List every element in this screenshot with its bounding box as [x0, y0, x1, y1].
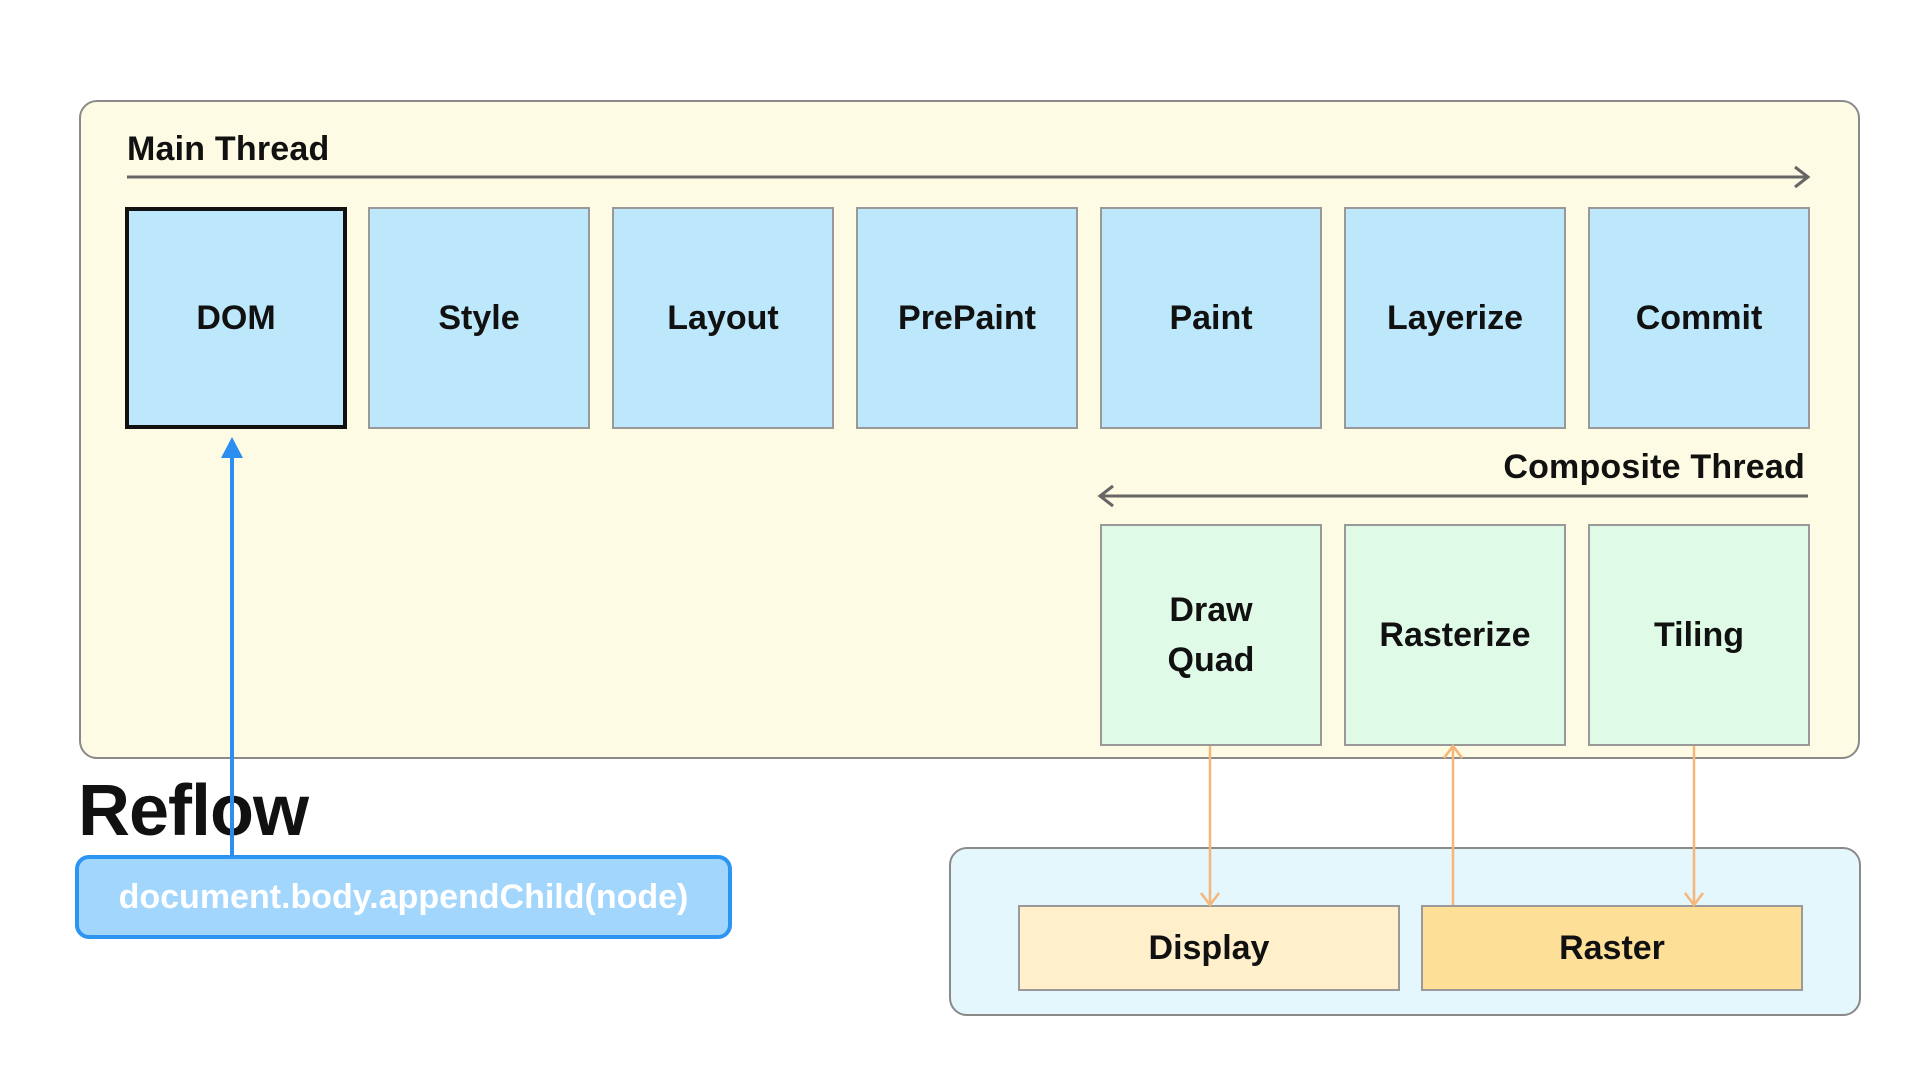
- stage-layout: Layout: [612, 207, 834, 429]
- stage-dom: DOM: [125, 207, 347, 429]
- display-bar: Display: [1018, 905, 1400, 991]
- stage-style: Style: [368, 207, 590, 429]
- stage-prepaint: PrePaint: [856, 207, 1078, 429]
- stage-tiling: Tiling: [1588, 524, 1810, 746]
- raster-bar: Raster: [1421, 905, 1803, 991]
- stage-draw-quad: Draw Quad: [1100, 524, 1322, 746]
- stage-rasterize: Rasterize: [1344, 524, 1566, 746]
- main-thread-label: Main Thread: [127, 130, 330, 168]
- composite-thread-label: Composite Thread: [1503, 448, 1805, 486]
- stage-layerize: Layerize: [1344, 207, 1566, 429]
- code-snippet-box: document.body.appendChild(node): [75, 855, 732, 939]
- reflow-title: Reflow: [78, 771, 309, 851]
- stage-commit: Commit: [1588, 207, 1810, 429]
- stage-paint: Paint: [1100, 207, 1322, 429]
